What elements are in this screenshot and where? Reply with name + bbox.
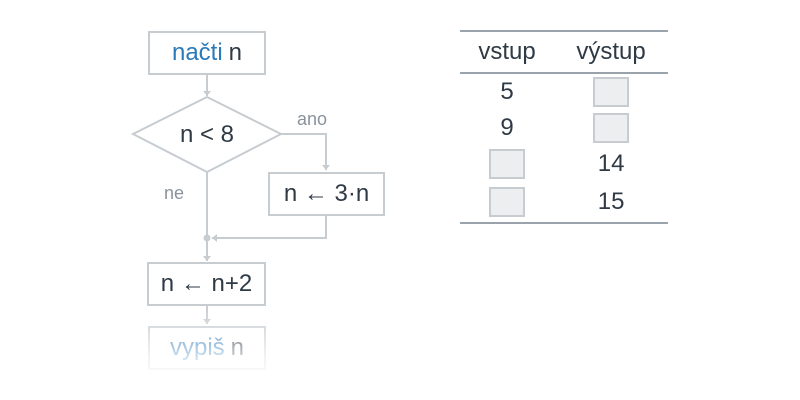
blank-answer-box[interactable] xyxy=(489,149,526,179)
connector-yes-join xyxy=(212,216,327,242)
cell-input: 5 xyxy=(500,78,514,105)
io-table: vstup výstup 5 9 14 15 xyxy=(460,30,668,224)
cell-output xyxy=(554,73,668,110)
input-keyword: načti xyxy=(171,39,223,66)
output-keyword: vypiš xyxy=(169,334,225,361)
cell-input xyxy=(460,182,555,224)
cell-output xyxy=(554,110,668,146)
header-output: výstup xyxy=(554,31,668,74)
blank-answer-box[interactable] xyxy=(489,187,526,217)
table-row: 14 xyxy=(460,146,668,182)
cell-output: 14 xyxy=(597,150,625,177)
blank-answer-box[interactable] xyxy=(593,113,630,143)
join-point xyxy=(203,234,211,242)
decision-condition: n < 8 xyxy=(179,121,235,148)
cell-input xyxy=(460,146,554,182)
output-variable: n xyxy=(230,334,245,361)
cell-input: 9 xyxy=(500,114,514,141)
cell-output: 15 xyxy=(554,182,668,224)
table-row: 5 xyxy=(460,73,668,110)
yes-label: ano xyxy=(297,109,328,129)
table-row: 15 xyxy=(460,182,668,224)
table-header-row: vstup výstup xyxy=(460,31,668,74)
blank-answer-box[interactable] xyxy=(593,77,630,107)
input-variable: n xyxy=(228,39,243,66)
no-label: ne xyxy=(164,183,185,203)
yes-step-box: n ← 3·n xyxy=(268,172,385,216)
step-box: n ← n+2 xyxy=(147,262,266,306)
header-input: vstup xyxy=(460,31,555,74)
decision-diamond xyxy=(130,95,284,174)
table-row: 9 xyxy=(460,110,668,146)
connector-yes-branch xyxy=(281,133,330,170)
